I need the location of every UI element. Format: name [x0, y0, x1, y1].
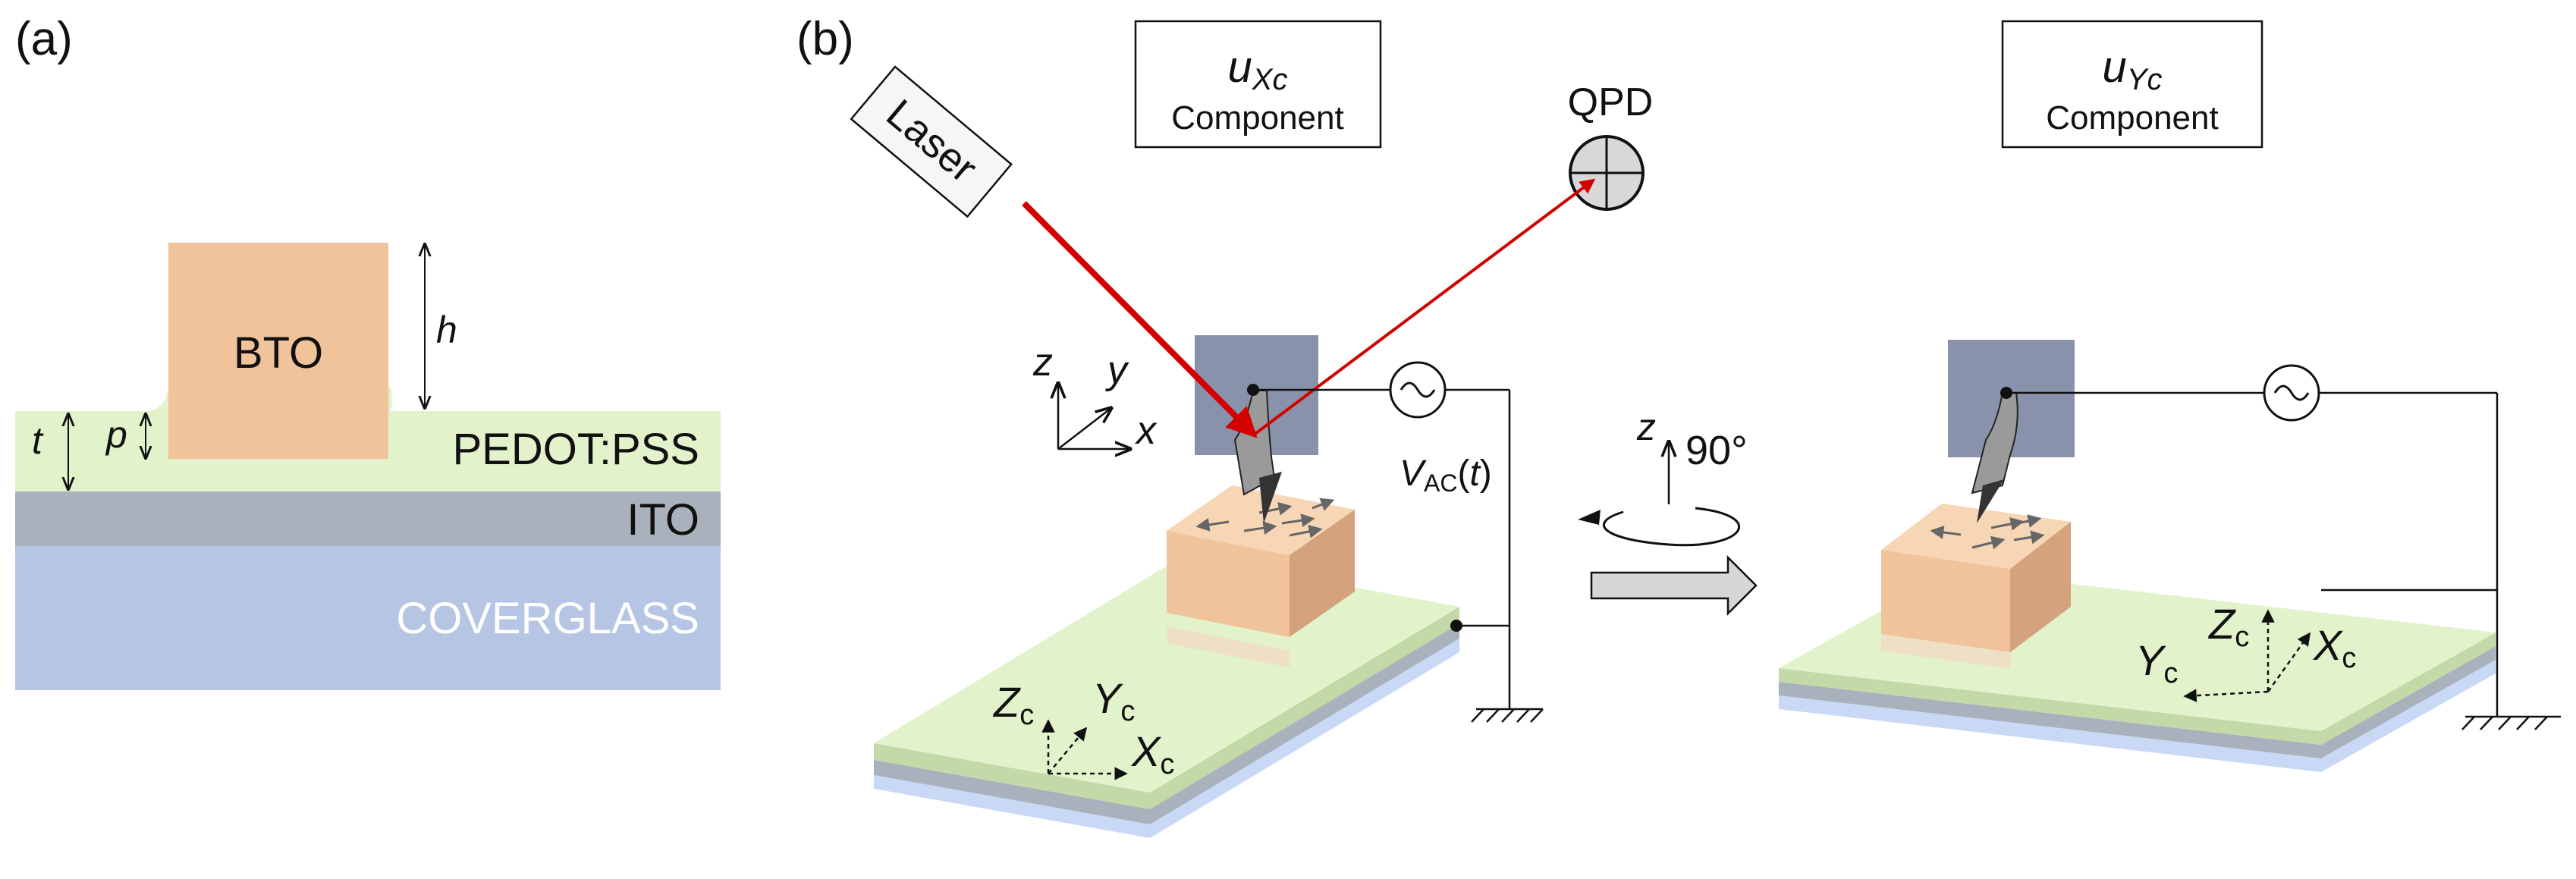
domain-arrows-left	[1195, 498, 1335, 538]
crystal-axis-z-right: Zc	[2207, 600, 2249, 653]
pedot-meniscus-right	[388, 387, 392, 411]
tip-right	[1977, 479, 2004, 523]
crystal-axes-left	[1041, 719, 1128, 780]
bto-cube-left	[1167, 485, 1355, 667]
transition-arrow	[1590, 554, 1758, 617]
lab-axes	[1058, 383, 1130, 449]
component-box-left	[1134, 20, 1382, 149]
domain-arrows-right	[1930, 514, 2045, 550]
laser-source: Laser	[850, 65, 1013, 218]
component-box-right-text: Component	[2046, 99, 2218, 137]
vac-label: VAC(zt)	[1400, 454, 1492, 497]
ac-wave-right	[2273, 385, 2310, 401]
pedot-meniscus-left	[148, 387, 168, 411]
circuit-left	[1256, 388, 1544, 723]
lab-axis-x: x	[1134, 409, 1158, 453]
component-box-left-text: Component	[1171, 99, 1343, 137]
dim-p-label: p	[105, 413, 127, 456]
component-box-right	[2001, 20, 2263, 149]
coverglass-label: COVERGLASS	[396, 594, 699, 643]
panel-a: (a) BTO PEDOT:PSS ITO COVERGLASS h t p	[15, 13, 721, 690]
panel-b-label: (b)	[796, 13, 854, 65]
component-box-right-symbol: uYc	[2103, 42, 2163, 96]
rotation-axis-label: z	[1636, 406, 1656, 448]
circuit-right	[2009, 391, 2561, 730]
incident-laser-beam	[1022, 201, 1258, 438]
cantilever-right	[1971, 392, 2018, 494]
panel-b: (b) uXc Component uYc Component Laser QP…	[796, 13, 2561, 838]
reflected-laser-beam	[1252, 178, 1596, 437]
lab-axis-z: z	[1032, 341, 1053, 385]
ground-contact-dot-left	[1450, 620, 1462, 632]
bto-label: BTO	[234, 328, 323, 378]
panel-a-label: (a)	[15, 13, 73, 65]
ac-wave-left	[1400, 381, 1436, 398]
crystal-axis-x-right: Xc	[2312, 621, 2356, 674]
crystal-axis-x-left: Xc	[1130, 727, 1174, 780]
tip-left	[1259, 472, 1282, 523]
rotation-angle-label: 90°	[1685, 428, 1748, 473]
crystal-axis-y-left: Yc	[1092, 674, 1135, 727]
contact-dot-left	[1247, 384, 1259, 396]
ito-label: ITO	[627, 495, 699, 545]
qpd-detector-icon	[1569, 135, 1645, 211]
coverglass-layer	[15, 546, 721, 690]
pedot-label: PEDOT:PSS	[452, 425, 699, 474]
qpd-label: QPD	[1568, 80, 1654, 124]
dim-h-label: h	[436, 309, 457, 351]
dim-t-label: t	[32, 419, 44, 462]
lab-axis-y: y	[1105, 348, 1129, 392]
rotation-indicator	[1578, 441, 1741, 547]
crystal-axes-right	[2183, 609, 2311, 702]
bto-cube-right	[1881, 504, 2071, 669]
crystal-axis-z-left: Zc	[992, 678, 1034, 731]
bto-block	[168, 243, 388, 459]
crystal-axis-y-right: Yc	[2135, 636, 2178, 689]
component-box-left-symbol: uXc	[1228, 42, 1288, 96]
contact-dot-right	[2000, 387, 2012, 399]
ito-layer	[15, 491, 721, 546]
